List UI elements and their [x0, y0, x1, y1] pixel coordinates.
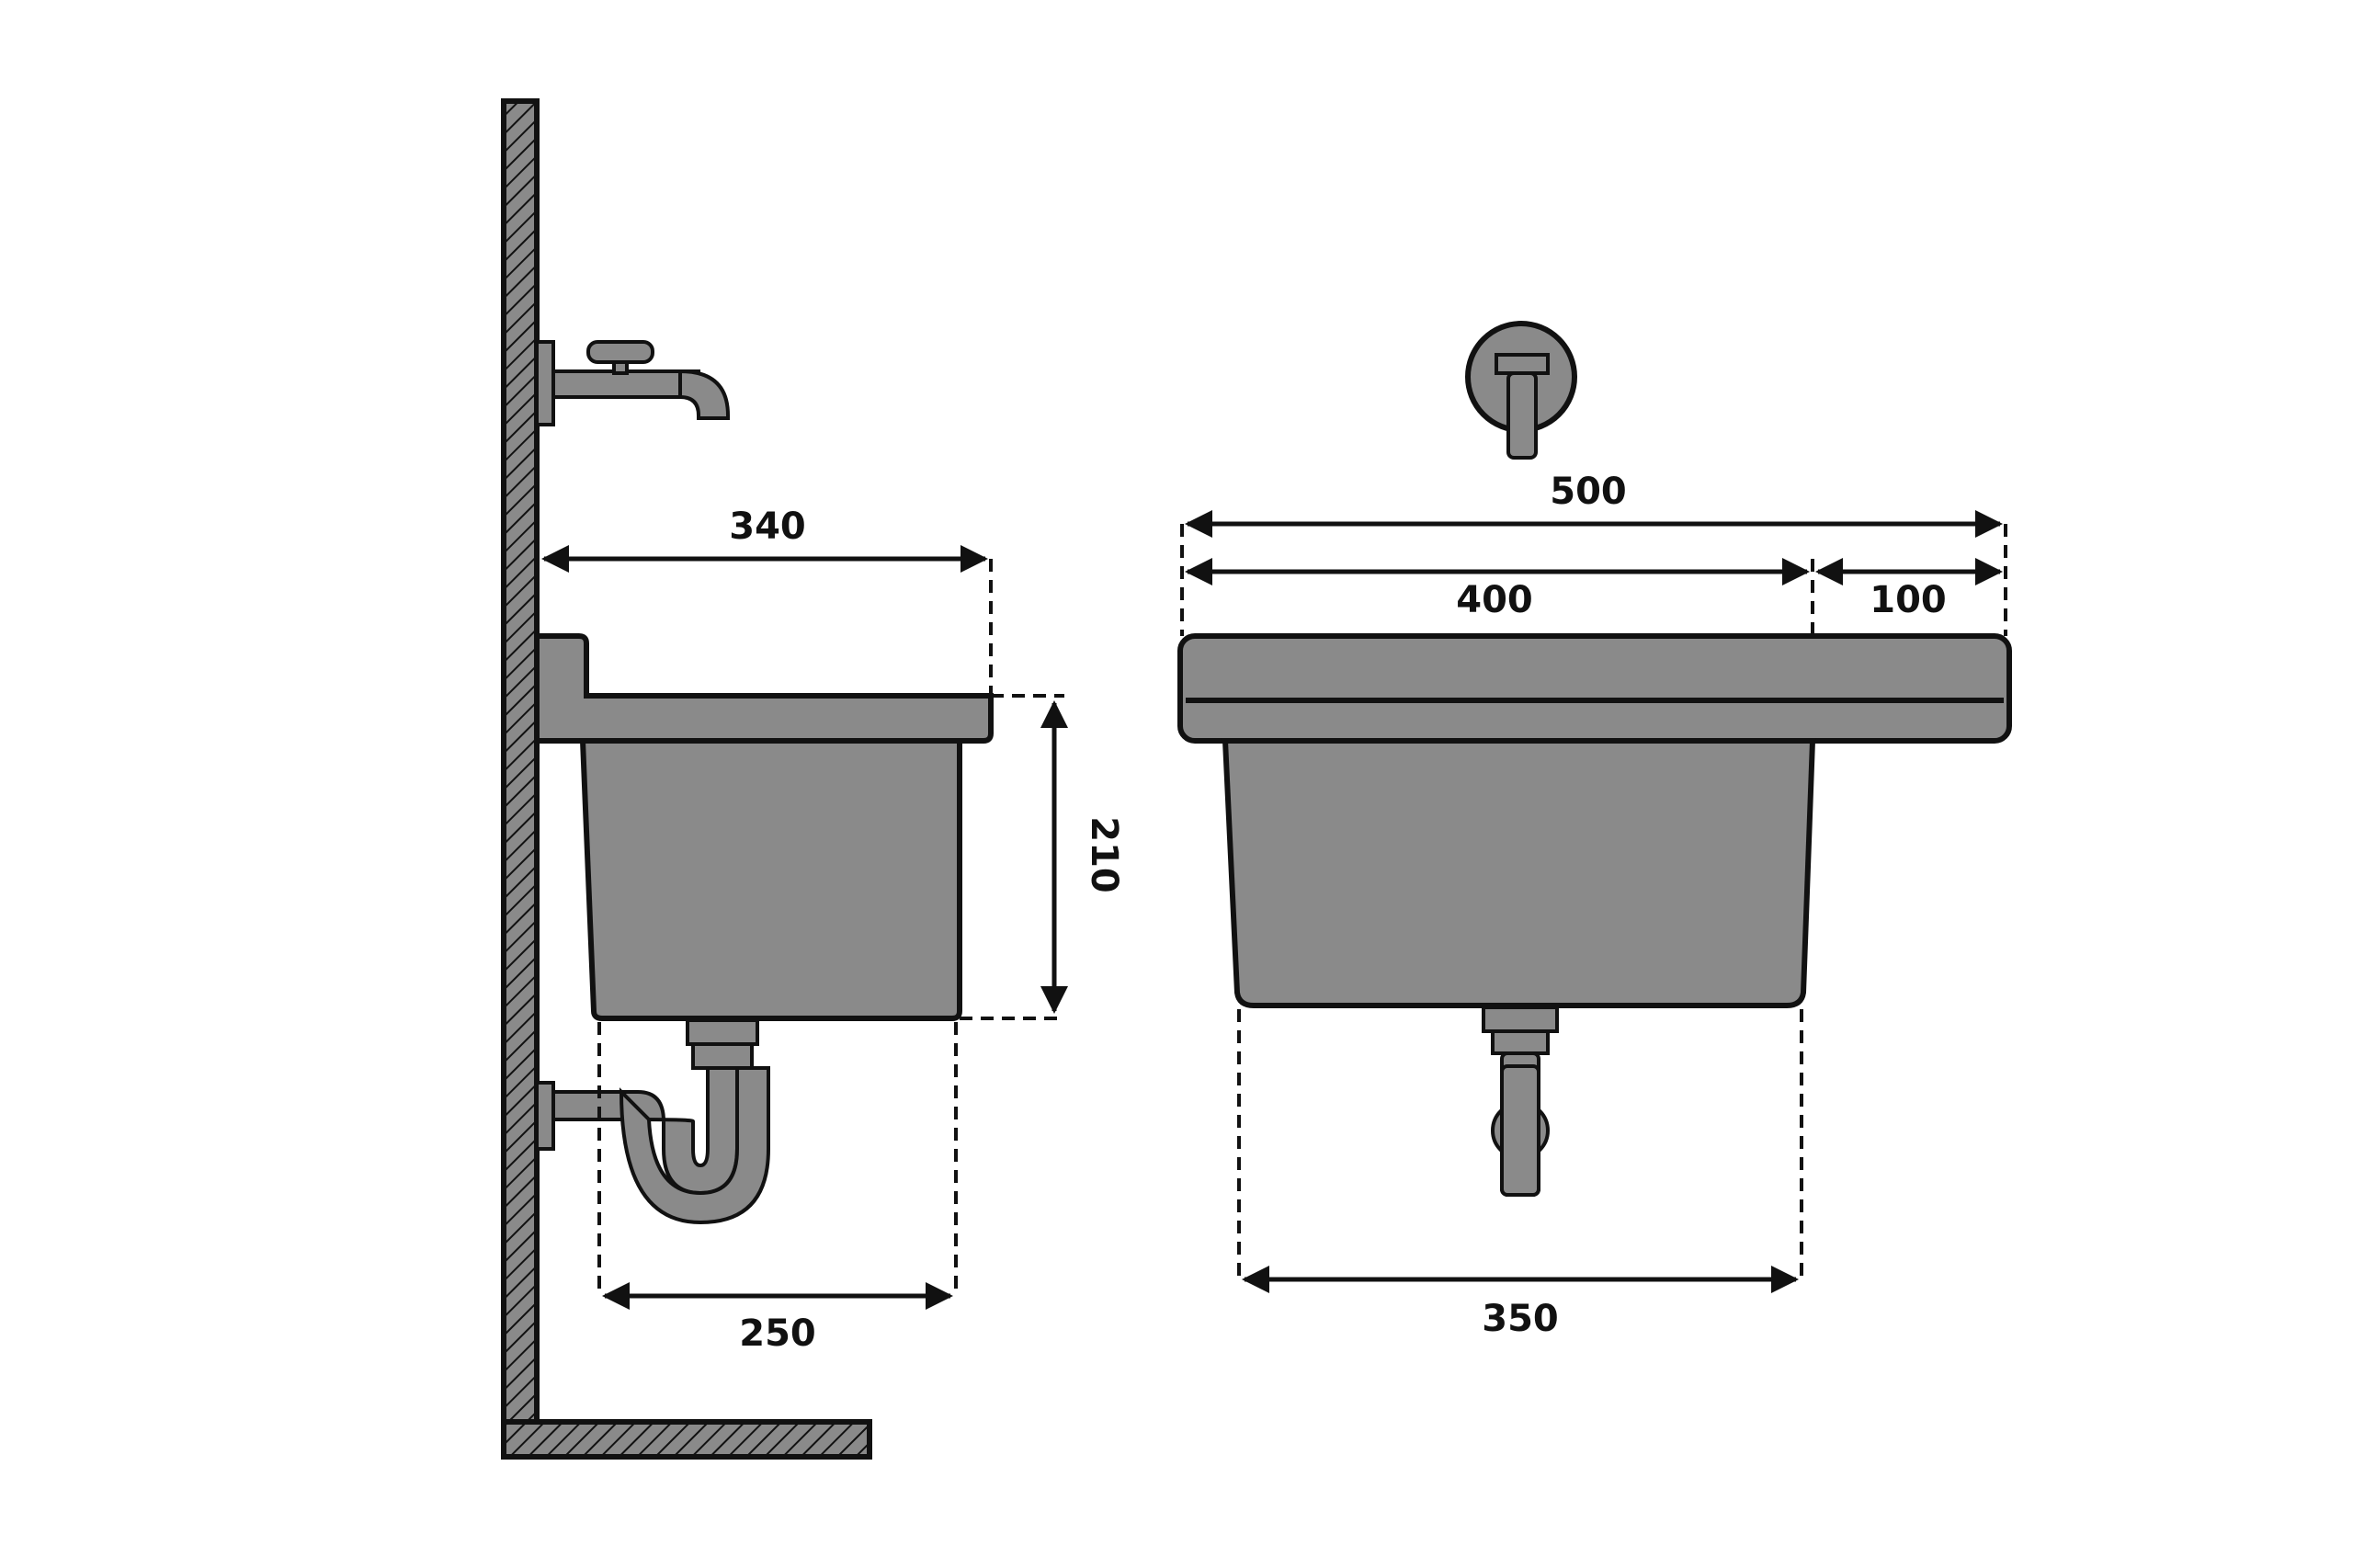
faucet-front-icon	[1465, 321, 1577, 460]
dimension-label-front-bottom: 350	[1482, 1298, 1559, 1340]
dimension-label-side-bottom: 250	[739, 1312, 816, 1355]
dimension-front-total: 500	[1180, 471, 2007, 636]
front-view: 500 400 100 350	[1177, 321, 2012, 1340]
wall-section	[501, 98, 872, 1460]
sink-front-profile	[1177, 633, 2012, 1008]
faucet-side-icon	[535, 340, 730, 426]
dimension-front-ledge: 100	[1815, 558, 2003, 621]
sink-side-profile	[534, 633, 994, 1021]
dimension-side-depth: 340	[541, 506, 993, 696]
drain-trap-side-icon	[535, 1018, 770, 1225]
dimension-side-bottom: 250	[597, 1022, 958, 1355]
dimension-front-bottom: 350	[1237, 1009, 1803, 1340]
drain-front-icon	[1482, 1006, 1559, 1197]
dimension-front-basin: 400	[1185, 558, 1814, 636]
dimension-label-side-height: 210	[1083, 816, 1125, 893]
dimension-label-front-basin: 400	[1456, 579, 1533, 621]
side-view: 340 210 250	[501, 98, 1125, 1460]
dimension-label-front-total: 500	[1550, 471, 1627, 513]
dimension-label-front-ledge: 100	[1870, 579, 1947, 621]
dimension-side-height: 210	[960, 694, 1125, 1020]
dimension-label-side-depth: 340	[729, 506, 806, 548]
